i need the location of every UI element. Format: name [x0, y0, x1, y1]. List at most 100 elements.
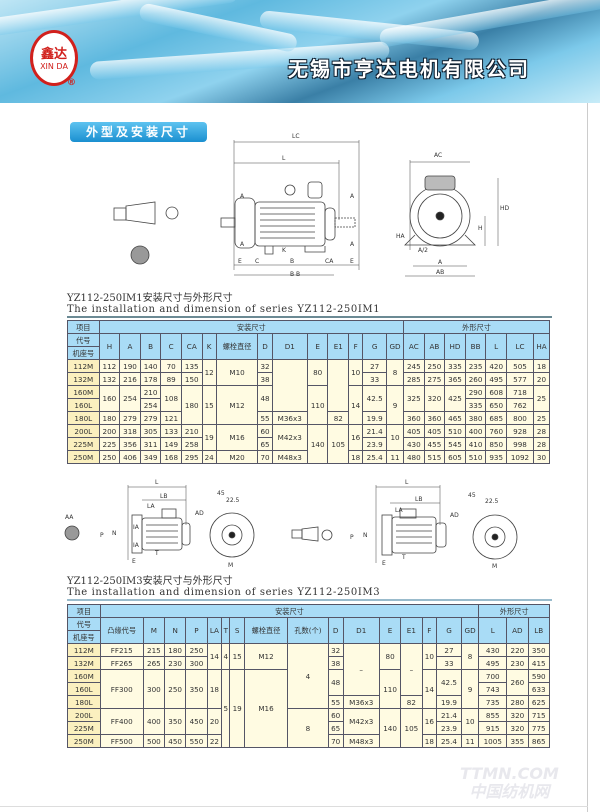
dim-label: HA: [396, 233, 406, 240]
table-cell: 210: [139, 385, 162, 399]
table-cell: 25.4: [362, 450, 388, 464]
divider: [67, 316, 552, 318]
column-header: 机座号: [67, 346, 100, 360]
header-row: 机座号: [67, 630, 550, 644]
table-cell: 405: [403, 424, 425, 438]
table-cell: 140: [378, 708, 402, 748]
table-cell: 25.4: [436, 734, 462, 748]
table-cell: 360: [403, 411, 425, 425]
dim-label: L: [405, 479, 409, 486]
table-cell: 14: [206, 643, 223, 670]
table-cell: 430: [403, 437, 425, 451]
table-cell: 510: [464, 450, 487, 464]
column-header: E: [306, 333, 329, 360]
table-cell: 250: [163, 669, 187, 709]
column-header: GD: [386, 333, 405, 360]
table-cell: 105: [400, 708, 423, 748]
table-cell: FF400: [99, 708, 144, 735]
table1-title-en: The installation and dimension of series…: [67, 304, 381, 315]
table-cell: 60: [257, 424, 273, 438]
page-border-bottom: [0, 806, 588, 807]
table-cell: 220: [506, 643, 529, 657]
column-header: K: [201, 333, 217, 360]
table-cell: 760: [485, 424, 507, 438]
column-header: AD: [506, 617, 529, 644]
table-cell: 168: [160, 450, 182, 464]
table-cell: M12: [243, 643, 289, 670]
table-cell: 89: [160, 372, 182, 386]
table-cell: 180: [180, 385, 203, 425]
dim-label: A: [438, 259, 443, 266]
frame-size-cell: 112M: [67, 359, 100, 373]
table-cell: 430: [478, 643, 508, 657]
table-cell: 110: [378, 669, 402, 709]
frame-size-cell: 132M: [67, 372, 100, 386]
table-cell: 350: [163, 708, 187, 735]
table-cell: M48x3: [342, 734, 380, 748]
column-header: C: [160, 333, 182, 360]
table-cell: 406: [119, 450, 141, 464]
table-cell: 335: [444, 359, 466, 373]
column-header: BB: [464, 333, 487, 360]
column-header: L: [485, 333, 507, 360]
dim-label: LB: [415, 496, 422, 503]
table-cell: 400: [142, 708, 166, 735]
table-cell: 48: [257, 385, 273, 412]
table-cell: 254: [119, 385, 141, 412]
table-cell: 9: [386, 385, 405, 425]
watermark-line2: 中国纺机网: [469, 782, 550, 801]
table-cell: 935: [485, 450, 507, 464]
column-header: E1: [400, 617, 423, 644]
column-header: 螺栓直径: [243, 617, 289, 644]
frame-size-cell: 160M: [67, 385, 100, 399]
table-cell: 577: [505, 372, 534, 386]
table-cell: 280: [506, 695, 529, 709]
dim-label: P: [100, 532, 104, 539]
table-cell: 718: [505, 385, 534, 399]
table-cell: 11: [386, 450, 405, 464]
dim-label: C: [255, 258, 259, 265]
column-header: 代号: [67, 617, 101, 631]
table-cell: 258: [180, 437, 203, 451]
column-header: LC: [505, 333, 534, 360]
column-header: LA: [206, 617, 223, 644]
table-cell: 108: [160, 385, 182, 412]
table-cell: 23.9: [436, 721, 462, 735]
table-cell: 735: [478, 695, 508, 709]
dim-label: M: [228, 562, 233, 569]
registered-mark: ®: [67, 78, 76, 88]
table-cell: 550: [185, 734, 208, 748]
table-cell: 105: [327, 424, 350, 464]
dim-label: AD: [450, 512, 459, 519]
table-cell: 495: [478, 656, 508, 670]
frame-size-cell: 132M: [67, 656, 101, 670]
table-cell: 1005: [478, 734, 508, 748]
table-cell: 275: [423, 372, 446, 386]
dim-label: IA: [133, 524, 140, 531]
table-cell: 608: [485, 385, 507, 399]
table-cell: 180: [98, 411, 121, 425]
dim-label: T: [401, 554, 406, 561]
im1-dimension-drawing: LC L A A A A E C B CA E K B B AC HD H HA…: [113, 133, 510, 278]
table-cell: 112: [98, 359, 121, 373]
table-cell: 480: [403, 450, 425, 464]
table-cell: 928: [505, 424, 534, 438]
dim-label: 45: [468, 492, 476, 499]
frame-size-cell: 160L: [67, 398, 100, 412]
dim-label: K: [282, 247, 287, 254]
table-cell: 19: [229, 669, 245, 748]
table-cell: 800: [505, 411, 534, 425]
table-cell: 775: [527, 721, 550, 735]
table-cell: 178: [139, 372, 162, 386]
table-cell: 121: [160, 411, 182, 425]
column-header: 项目: [67, 320, 100, 334]
im3-dimension-drawing: AA L LB LA IA IA P N AD T E 45 22.5 M L …: [64, 479, 518, 570]
table-cell: 132: [98, 372, 121, 386]
table-cell: 245: [403, 359, 425, 373]
column-header: D: [257, 333, 273, 360]
frame-size-cell: 250M: [67, 734, 101, 748]
